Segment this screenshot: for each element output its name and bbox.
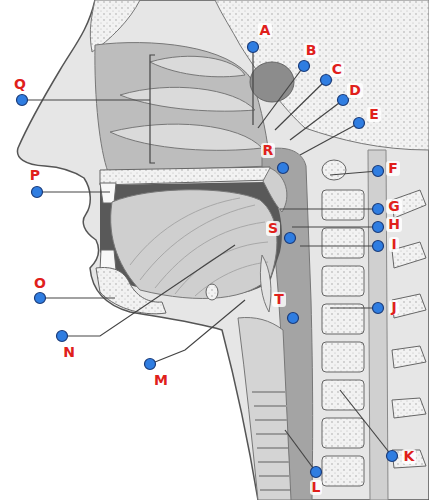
- callout-letter: G: [386, 199, 402, 214]
- callout-letter: B: [304, 43, 319, 58]
- callout-letter: O: [32, 276, 48, 291]
- callout-letter: T: [272, 292, 286, 307]
- callout-letter: F: [386, 161, 400, 176]
- callout-letter: J: [389, 300, 398, 315]
- callout-letter: D: [347, 83, 363, 98]
- callout-letter: K: [402, 449, 417, 464]
- callout-dots: [17, 42, 398, 478]
- callout-letter: N: [61, 345, 77, 360]
- callout-letter: M: [152, 373, 170, 388]
- callout-letter: C: [330, 62, 344, 77]
- callout-letter: A: [258, 23, 273, 38]
- callout-letter: Q: [12, 77, 28, 92]
- callout-letter: P: [28, 168, 42, 183]
- callout-letter: R: [261, 143, 276, 158]
- callout-letter: I: [389, 237, 398, 252]
- callout-letter: H: [386, 217, 402, 232]
- leader-lines: [22, 47, 392, 472]
- callout-letter: E: [367, 107, 381, 122]
- callout-letter: S: [266, 221, 280, 236]
- callout-letter: L: [310, 480, 323, 495]
